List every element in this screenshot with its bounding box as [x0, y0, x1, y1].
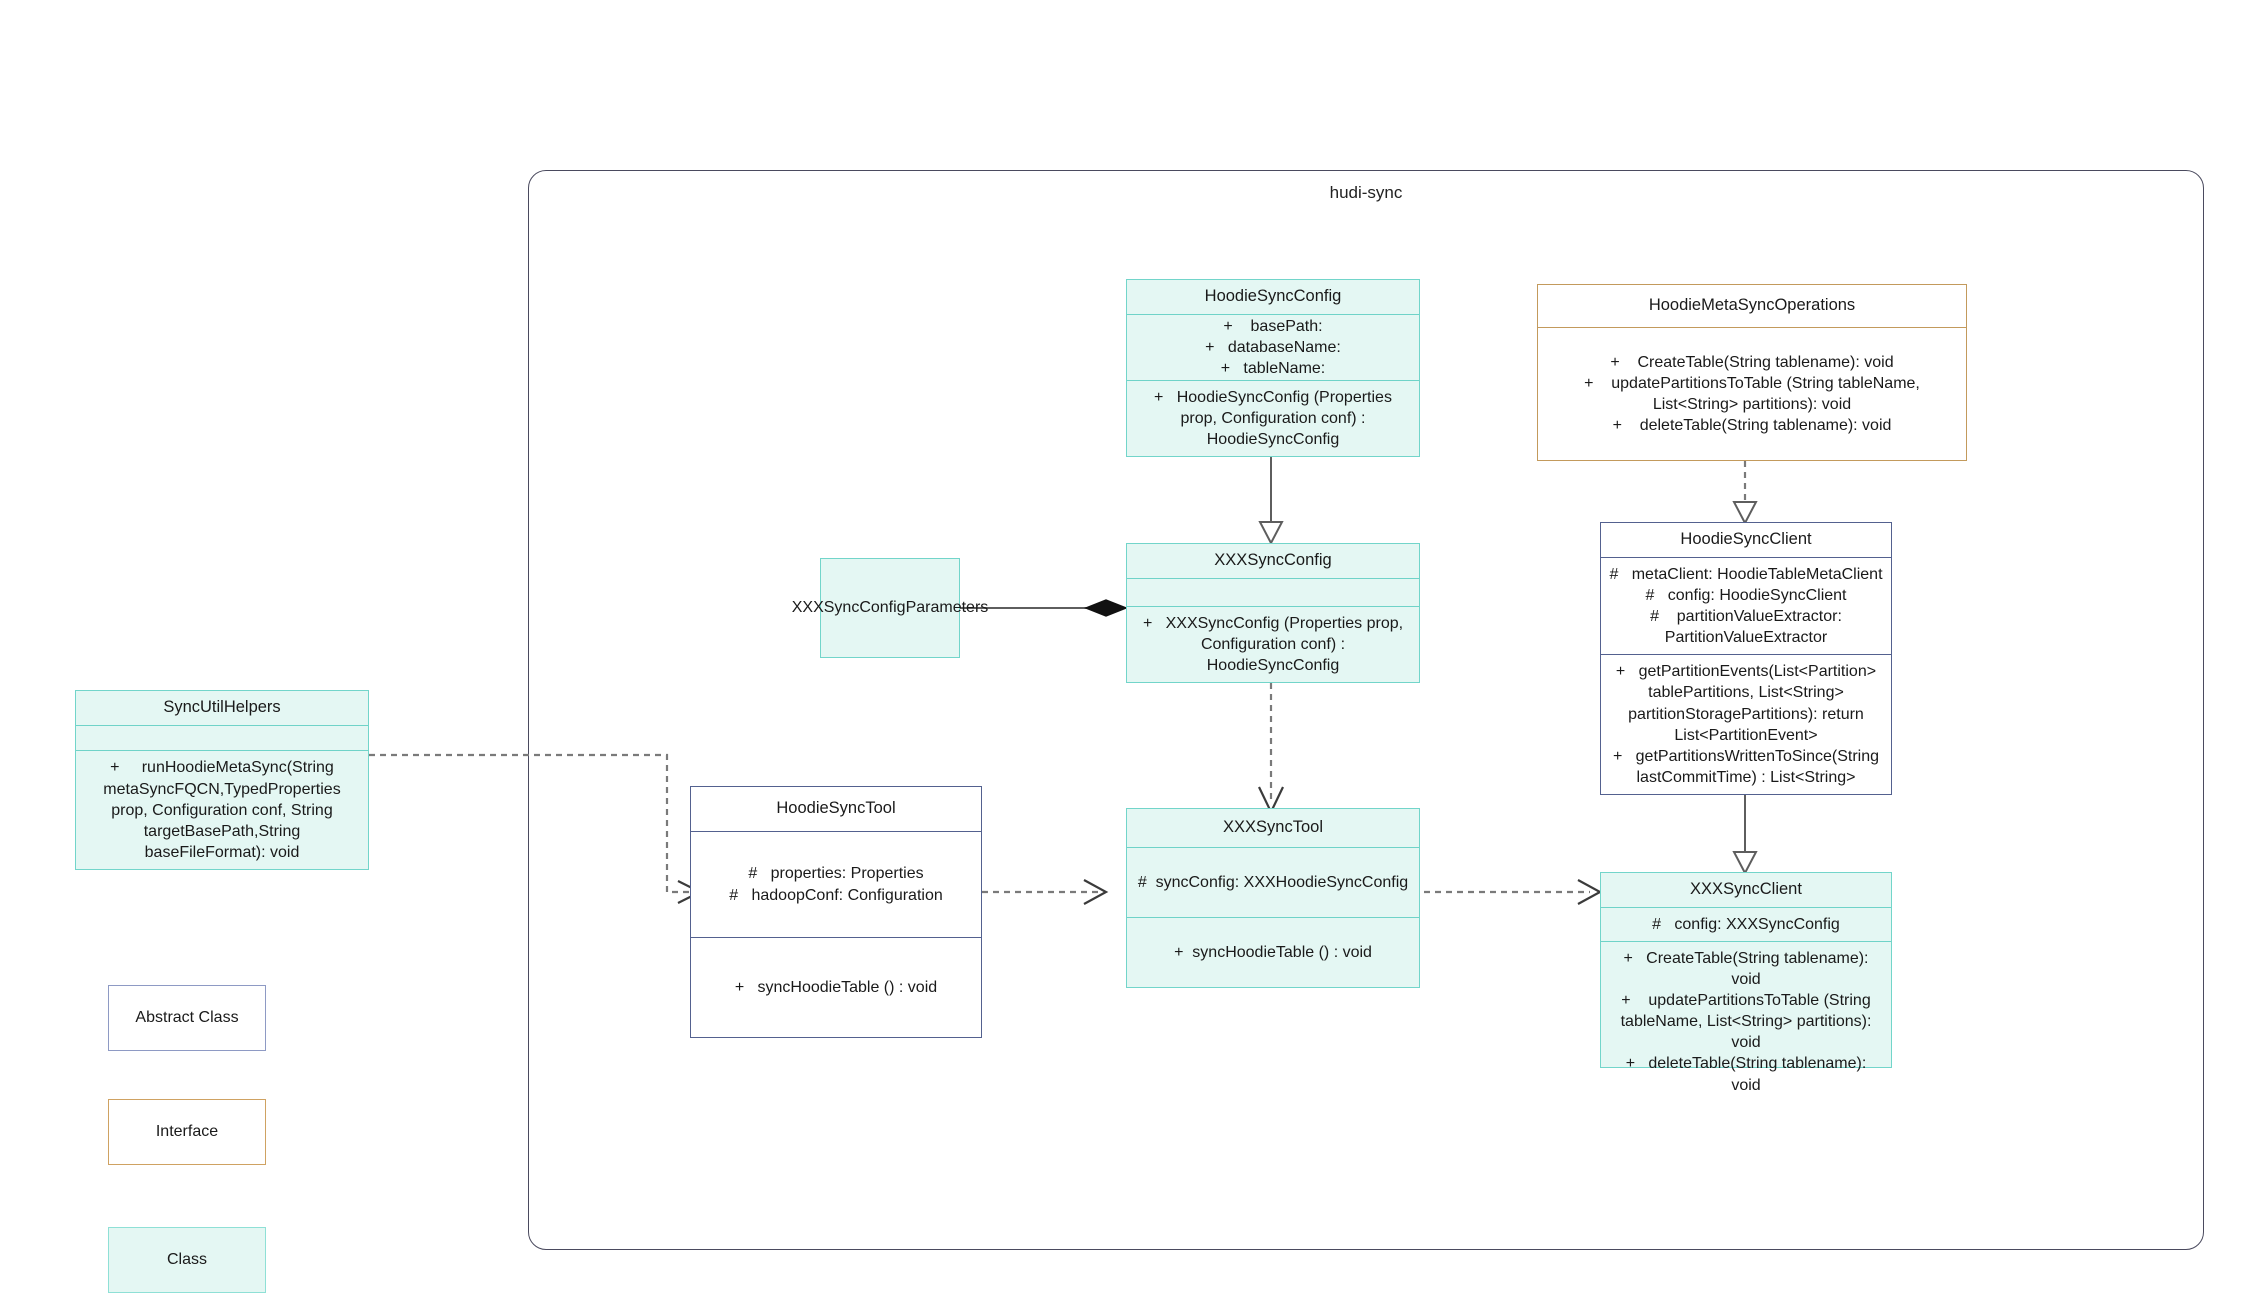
class-title-hoodie-sync-client: HoodieSyncClient — [1680, 530, 1812, 549]
class-methods-xxx-sync-client: + CreateTable(String tablename): void + … — [1601, 940, 1891, 1102]
class-title-xxx-sync-config-parameters: XXXSyncConfigParameters — [791, 599, 989, 617]
legend-class-label: Class — [166, 1251, 207, 1268]
class-box-hoodie-meta-sync-operations[interactable]: HoodieMetaSyncOperations + CreateTable(S… — [1537, 284, 1967, 461]
package-hudi-sync: hudi-sync — [528, 170, 2204, 1250]
legend-abstract-class-label: Abstract Class — [135, 1009, 239, 1026]
class-box-hoodie-sync-config[interactable]: HoodieSyncConfig + basePath: + databaseN… — [1126, 279, 1420, 457]
class-box-xxx-sync-config-parameters[interactable]: XXXSyncConfigParameters — [791, 558, 989, 658]
class-title-hoodie-meta-sync-operations: HoodieMetaSyncOperations — [1648, 296, 1856, 315]
class-methods-sync-util-helpers: + runHoodieMetaSync(String metaSyncFQCN,… — [76, 750, 368, 869]
legend-class: Class — [108, 1227, 266, 1293]
class-title-xxx-sync-tool: XXXSyncTool — [1223, 818, 1323, 837]
class-methods-xxx-sync-config: + XXXSyncConfig (Properties prop, Config… — [1127, 605, 1419, 682]
package-title: hudi-sync — [1329, 183, 1403, 202]
class-methods-hoodie-meta-sync-operations: + CreateTable(String tablename): void + … — [1538, 327, 1966, 460]
class-title-sync-util-helpers: SyncUtilHelpers — [163, 698, 281, 716]
class-attributes-sync-util-helpers — [76, 724, 368, 751]
class-box-sync-util-helpers[interactable]: SyncUtilHelpers + runHoodieMetaSync(Stri… — [75, 690, 369, 870]
class-attributes-hoodie-sync-config: + basePath: + databaseName: + tableName: — [1127, 313, 1419, 380]
legend-interface-label: Interface — [155, 1123, 219, 1140]
class-attributes-xxx-sync-client: # config: XXXSyncConfig — [1601, 906, 1891, 941]
class-box-xxx-sync-client[interactable]: XXXSyncClient # config: XXXSyncConfig + … — [1600, 872, 1892, 1094]
class-title-xxx-sync-config: XXXSyncConfig — [1214, 551, 1332, 569]
class-box-xxx-sync-tool[interactable]: XXXSyncTool # syncConfig: XXXHoodieSyncC… — [1126, 808, 1420, 988]
class-title-xxx-sync-client: XXXSyncClient — [1690, 880, 1802, 898]
class-methods-hoodie-sync-config: + HoodieSyncConfig (Properties prop, Con… — [1127, 379, 1419, 456]
class-box-xxx-sync-config[interactable]: XXXSyncConfig + XXXSyncConfig (Propertie… — [1126, 543, 1420, 683]
class-methods-xxx-sync-tool: + syncHoodieTable () : void — [1127, 917, 1419, 987]
class-methods-hoodie-sync-client: + getPartitionEvents(List<Partition> tab… — [1601, 654, 1891, 794]
class-box-hoodie-sync-tool[interactable]: HoodieSyncTool # properties: Properties … — [690, 786, 982, 1038]
class-title-hoodie-sync-tool: HoodieSyncTool — [776, 799, 896, 818]
legend-abstract-class: Abstract Class — [108, 985, 266, 1051]
class-attributes-hoodie-sync-client: # metaClient: HoodieTableMetaClient # co… — [1601, 556, 1891, 654]
class-methods-hoodie-sync-tool: + syncHoodieTable () : void — [691, 937, 981, 1037]
class-attributes-xxx-sync-config — [1127, 577, 1419, 606]
class-attributes-xxx-sync-tool: # syncConfig: XXXHoodieSyncConfig — [1127, 847, 1419, 917]
class-title-hoodie-sync-config: HoodieSyncConfig — [1204, 287, 1342, 305]
class-attributes-hoodie-sync-tool: # properties: Properties # hadoopConf: C… — [691, 831, 981, 937]
class-box-hoodie-sync-client[interactable]: HoodieSyncClient # metaClient: HoodieTab… — [1600, 522, 1892, 795]
legend-interface: Interface — [108, 1099, 266, 1165]
